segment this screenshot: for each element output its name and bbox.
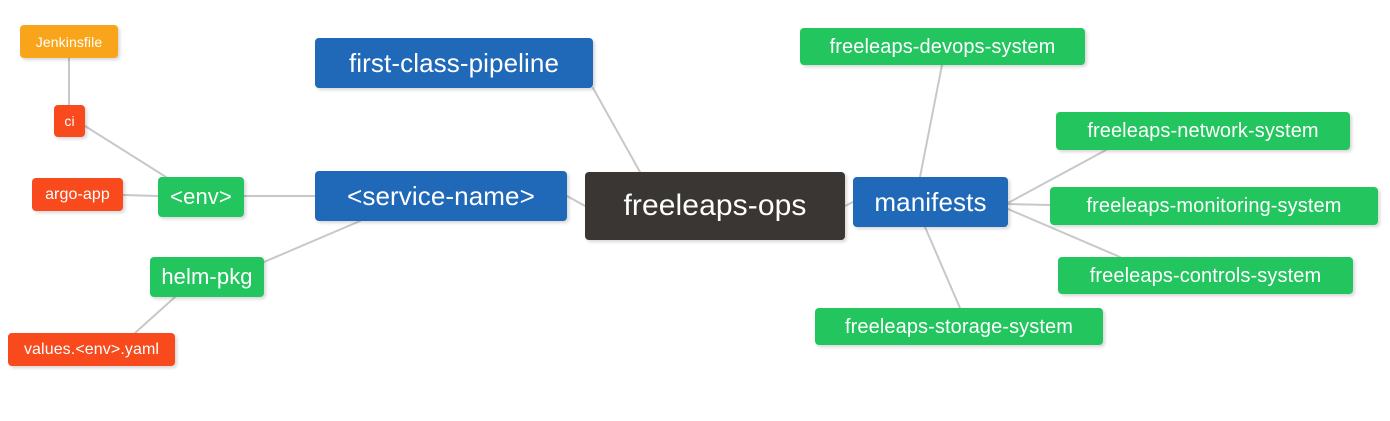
mindmap-node-label: Jenkinsfile xyxy=(35,33,103,50)
mindmap-edge xyxy=(919,64,943,178)
mindmap-node-values-env-yaml[interactable]: values.<env>.yaml xyxy=(8,333,175,366)
mindmap-node-label: freeleaps-controls-system xyxy=(1089,264,1322,287)
mindmap-node-freeleaps-devops-system[interactable]: freeleaps-devops-system xyxy=(800,28,1085,65)
mindmap-node-label: first-class-pipeline xyxy=(348,48,560,78)
mindmap-edge xyxy=(924,226,961,309)
mindmap-node-label: manifests xyxy=(874,187,987,217)
mindmap-node-freeleaps-controls-system[interactable]: freeleaps-controls-system xyxy=(1058,257,1353,294)
mindmap-node-label: freeleaps-devops-system xyxy=(829,35,1056,58)
mindmap-edge xyxy=(1007,203,1051,206)
mindmap-node-label: freeleaps-ops xyxy=(623,189,807,222)
mindmap-node-label: freeleaps-monitoring-system xyxy=(1086,195,1342,217)
mindmap-edge xyxy=(84,125,167,178)
mindmap-node-label: helm-pkg xyxy=(161,264,253,289)
mindmap-node-env[interactable]: <env> xyxy=(158,177,244,217)
mindmap-node-service-name[interactable]: <service-name> xyxy=(315,171,567,221)
mindmap-edge xyxy=(844,201,854,207)
mindmap-node-label: argo-app xyxy=(45,185,110,203)
mindmap-node-label: <service-name> xyxy=(347,181,535,211)
mindmap-node-freeleaps-storage-system[interactable]: freeleaps-storage-system xyxy=(815,308,1103,345)
mindmap-node-label: ci xyxy=(64,113,75,129)
mindmap-node-label: <env> xyxy=(170,184,232,209)
mindmap-edge xyxy=(592,87,641,173)
mindmap-edge xyxy=(134,296,176,334)
mindmap-node-freeleaps-monitoring-system[interactable]: freeleaps-monitoring-system xyxy=(1050,187,1378,225)
mindmap-edge xyxy=(122,194,159,197)
mindmap-node-label: freeleaps-storage-system xyxy=(844,315,1074,338)
mindmap-edge xyxy=(263,220,361,263)
mindmap-edge xyxy=(566,195,586,207)
mindmap-node-first-class-pipeline[interactable]: first-class-pipeline xyxy=(315,38,593,88)
mindmap-node-helm-pkg[interactable]: helm-pkg xyxy=(150,257,264,297)
mindmap-node-argo-app[interactable]: argo-app xyxy=(32,178,123,211)
mindmap-node-manifests[interactable]: manifests xyxy=(853,177,1008,227)
mindmap-node-jenkinsfile[interactable]: Jenkinsfile xyxy=(20,25,118,58)
mindmap-node-label: freeleaps-network-system xyxy=(1087,120,1319,142)
mindmap-node-freeleaps-ops[interactable]: freeleaps-ops xyxy=(585,172,845,240)
mindmap-node-label: values.<env>.yaml xyxy=(23,340,160,358)
mindmap-node-freeleaps-network-system[interactable]: freeleaps-network-system xyxy=(1056,112,1350,150)
mindmap-node-ci[interactable]: ci xyxy=(54,105,85,137)
